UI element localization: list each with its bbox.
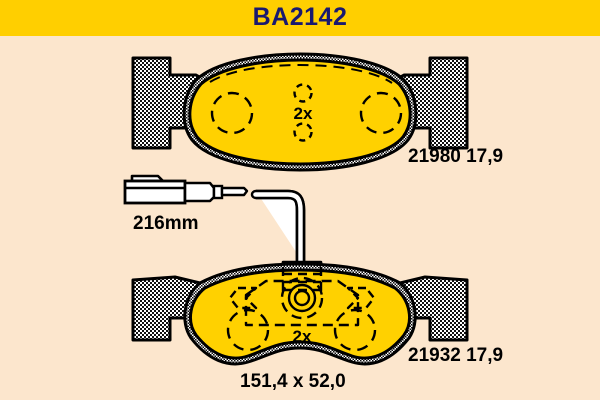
sensor-cable-cap [250, 189, 257, 200]
page-title: BA2142 [252, 3, 348, 31]
lower-pad-quantity: 2x [293, 327, 312, 346]
lower-pad-clip-right [346, 286, 376, 310]
lower-pad-clip-left [228, 286, 258, 310]
upper-pad-part-number: 21980 17,9 [408, 146, 504, 167]
upper-pad-friction-surface [188, 58, 412, 166]
lower-pad-center-ring-inner [293, 289, 311, 307]
sensor-cable-fill [256, 191, 304, 264]
upper-pad-group: 2x [131, 52, 469, 172]
lower-pad-group: 2x [131, 262, 469, 366]
lower-pad-rivet-left [226, 308, 270, 352]
sensor-length-label: 216mm [133, 213, 199, 234]
sensor-lead-stub [220, 186, 249, 197]
sensor-connector-nose [183, 181, 216, 203]
header-band [0, 0, 600, 36]
upper-pad-locator-bottom [293, 122, 313, 142]
pad-dimensions-label: 151,4 x 52,0 [240, 371, 346, 392]
wear-sensor-group [123, 174, 326, 287]
lower-pad-part-number: 21932 17,9 [408, 345, 504, 366]
lower-pad-mount-outline [244, 279, 360, 327]
lower-pad-center-ring-mid [287, 283, 317, 313]
sensor-connector-body [123, 179, 187, 205]
lower-pad-sensor-slot [281, 267, 323, 292]
upper-pad-quantity: 2x [294, 104, 313, 123]
upper-pad-inner-dash [209, 63, 393, 84]
upper-pad-locator-top [293, 83, 313, 103]
lower-pad-center-ring-outer [280, 276, 324, 320]
sensor-cable-outline [256, 189, 306, 264]
upper-pad-rivet-left [210, 91, 254, 135]
upper-pad-rivet-right [359, 91, 403, 135]
lower-pad-rivet-right [333, 308, 377, 352]
